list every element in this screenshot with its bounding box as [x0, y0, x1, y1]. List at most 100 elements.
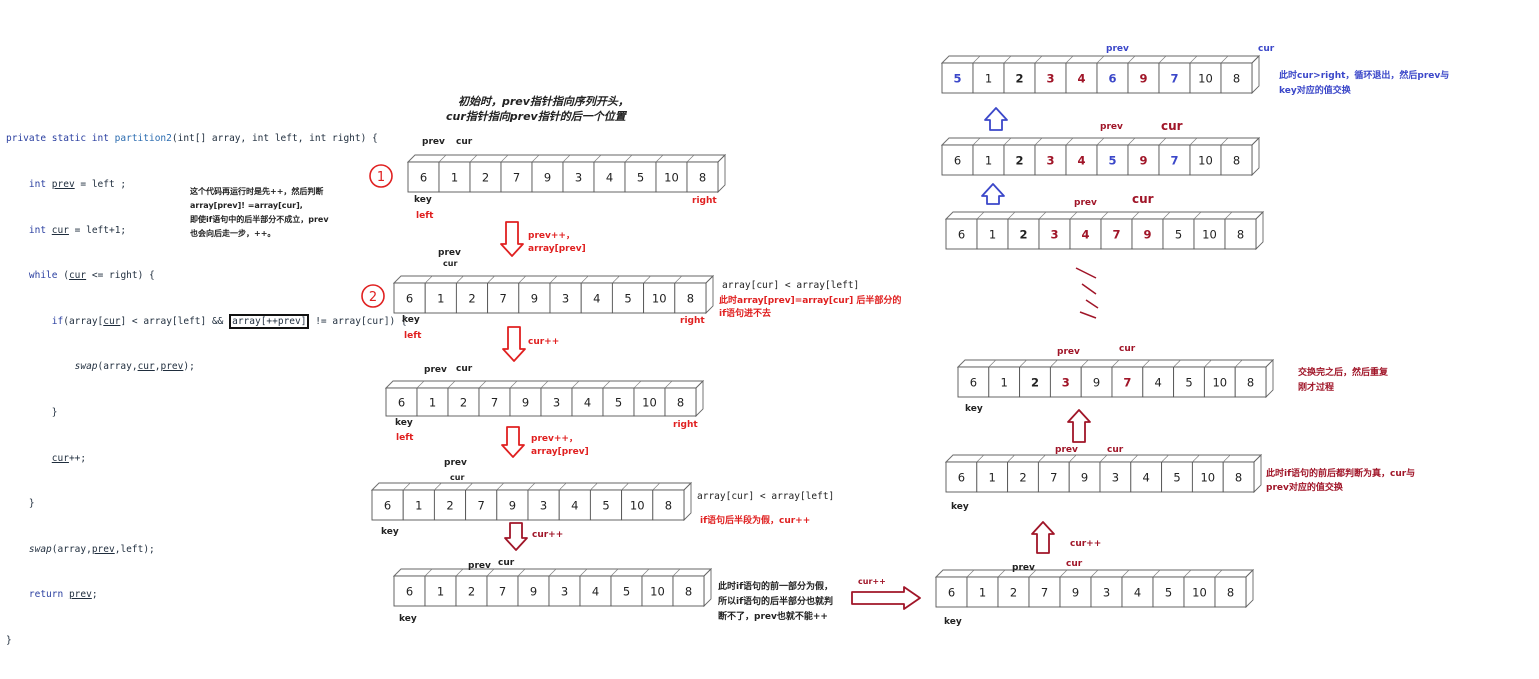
code-token: != array[cur]) {	[309, 315, 407, 327]
code-token: swap	[74, 361, 98, 373]
array-cell-value: 5	[1165, 586, 1172, 600]
prev-label: prev	[1012, 563, 1035, 573]
array-cell-value: 2	[1019, 471, 1026, 485]
array-cell	[393, 282, 426, 314]
array-cell	[562, 161, 595, 193]
array-cell-edge	[1096, 55, 1105, 64]
array-side-face	[1253, 453, 1262, 494]
array-cell-value: 2	[460, 396, 467, 410]
array-cell	[1158, 62, 1191, 94]
array-cell	[527, 489, 560, 521]
array-cell-value: 7	[1170, 154, 1178, 168]
code-token: ;	[91, 589, 98, 601]
array-cell-edge	[434, 482, 442, 491]
array-cell-edge	[469, 154, 478, 163]
array-cell	[945, 218, 978, 250]
array-cell-value: 6	[398, 396, 405, 410]
array-cell	[1224, 218, 1257, 250]
cur-label: cur	[456, 364, 473, 374]
array-cell-value: 7	[513, 171, 520, 185]
array-cell-edge	[633, 380, 642, 389]
array-cell-edge	[393, 275, 402, 284]
array-cell-edge	[1034, 55, 1043, 64]
array-cell-edge	[1189, 55, 1198, 64]
array-cell-value: 9	[531, 292, 538, 306]
code-token: ,left);	[114, 543, 155, 555]
key-label: key	[414, 195, 432, 205]
prev-label: prev	[1055, 445, 1078, 455]
down-arrow	[501, 426, 525, 458]
code-line: int cur = left+1;	[6, 223, 407, 238]
array-cell-edge	[593, 154, 602, 163]
key-label: key	[944, 617, 962, 627]
array-cell	[1173, 366, 1205, 398]
array-cell	[935, 576, 968, 608]
array-cell	[416, 387, 449, 417]
code-token: <= right) {	[86, 270, 155, 282]
array-cell-edge	[579, 568, 588, 577]
array-cell-edge	[1183, 569, 1192, 578]
array-cell-value: 3	[1103, 586, 1110, 600]
array-cell	[509, 387, 542, 417]
array-cell-edge	[424, 568, 433, 577]
ellipsis-stroke	[1081, 283, 1097, 295]
array-cell-value: 2	[468, 585, 475, 599]
array-cell-edge	[945, 454, 954, 463]
array-cell	[641, 575, 674, 607]
array-cell	[393, 575, 426, 607]
array-cell-value: 9	[530, 585, 537, 599]
array-cell	[941, 62, 974, 94]
prev-label: prev	[438, 248, 461, 258]
step-note: 此时array[prev]=array[cur] 后半部分的 if语句进不去	[719, 295, 901, 321]
array-cell-value: 10	[1192, 586, 1207, 600]
array-cell	[643, 282, 676, 314]
array-cell	[385, 387, 418, 417]
array-cell	[633, 387, 666, 417]
prev-label: prev	[1106, 44, 1129, 54]
code-token: cur	[137, 361, 155, 373]
array-cell-value: 8	[1235, 471, 1242, 485]
array-side-face	[703, 567, 712, 608]
array-cell-edge	[527, 482, 536, 491]
note-line: 断不了，prev也就不能++	[718, 612, 828, 622]
array-cell	[672, 575, 705, 607]
step-one-circle	[369, 164, 393, 188]
array-cell-value: 5	[1173, 471, 1180, 485]
array-cell-edge	[972, 137, 981, 146]
array-cell-value: 1	[985, 154, 992, 168]
array-cell-value: 8	[1237, 228, 1244, 242]
note-line: 刚才过程	[1298, 383, 1335, 393]
array-cell-edge	[1019, 359, 1027, 368]
code-line: }	[6, 496, 407, 511]
array-cell	[1099, 461, 1132, 493]
array-cell-edge	[1099, 454, 1108, 463]
array-cell	[652, 489, 685, 521]
condition-note: array[cur] < array[left]	[722, 280, 860, 291]
code-token: }	[28, 498, 35, 510]
array-cell-value: 7	[1112, 228, 1120, 242]
array-cell-value: 3	[561, 585, 568, 599]
array-cell-value: 2	[446, 499, 453, 513]
array-cell	[424, 575, 457, 607]
array-cell-edge	[518, 275, 527, 284]
array-cell	[465, 489, 498, 521]
array-cell-edge	[385, 380, 394, 389]
array-cell-value: 10	[642, 396, 657, 410]
array-cell	[1131, 218, 1164, 250]
prev-label: prev	[1057, 347, 1080, 357]
array-cell	[1161, 461, 1193, 493]
array-cell-value: 8	[685, 585, 692, 599]
array-cell-edge	[674, 275, 683, 284]
step-note: 此时if语句的前一部分为假， 所以if语句的后半部分也就判 断不了，prev也就…	[718, 580, 833, 625]
array-cell	[407, 161, 440, 193]
array-cell-edge	[1192, 454, 1200, 463]
note-line: array[prev]	[531, 447, 589, 457]
array-cell-value: 9	[1072, 586, 1079, 600]
intro-title: 初始时，prev指针指向序列开头， cur指针指向prev指针的后一个位置	[446, 94, 629, 124]
array-cell-value: 1	[979, 586, 986, 600]
array-cell-edge	[945, 211, 954, 220]
array-cell-value: 2	[1031, 376, 1039, 390]
array-side-face	[683, 481, 692, 522]
array-cell-edge	[487, 275, 495, 284]
